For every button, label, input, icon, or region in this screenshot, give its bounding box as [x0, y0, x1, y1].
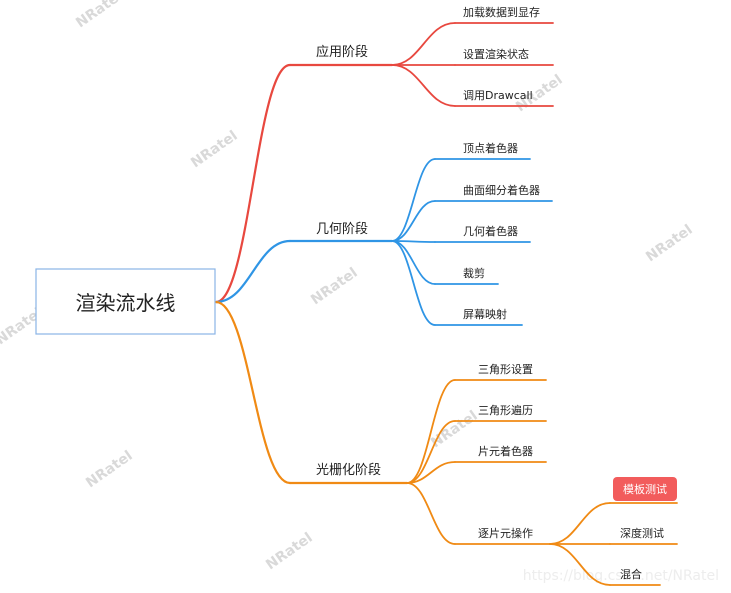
root-node-box: [35, 268, 216, 335]
branch-edge-geo: [214, 239, 292, 304]
branch-node-app: 应用阶段: [316, 44, 368, 60]
leaf-node-ras-1: 三角形遍历: [478, 404, 533, 417]
sub-node-2: 混合: [620, 567, 642, 581]
sub-edge-0: [549, 502, 611, 545]
leaf-edge-geo-1: [391, 200, 436, 242]
leaf-node-geo-2: 几何着色器: [463, 224, 518, 238]
watermark-text: NRatel: [188, 128, 241, 171]
leaf-node-ras-2: 片元着色器: [478, 444, 533, 458]
leaf-edge-app-2: [391, 64, 456, 107]
highlight-node-box: [613, 477, 677, 501]
branch-edge-app: [214, 63, 292, 304]
leaf-edge-app-0: [391, 22, 456, 66]
sub-node-0: 模板测试: [623, 482, 667, 496]
leaf-node-app-1: 设置渲染状态: [463, 47, 529, 61]
watermark-text: NRatel: [73, 0, 126, 31]
watermark-url: https://blog.csdn.net/NRatel: [523, 568, 719, 584]
watermark-text: NRatel: [308, 265, 361, 308]
branch-node-geo: 几何阶段: [316, 221, 368, 237]
root-node-label: 渲染流水线: [76, 291, 176, 315]
leaf-edge-geo-0: [391, 158, 436, 242]
watermark-text: NRatel: [263, 530, 316, 573]
leaf-node-ras-0: 三角形设置: [478, 363, 533, 376]
leaf-edge-ras-3: [406, 482, 456, 545]
watermark-text: NRatel: [643, 222, 696, 265]
leaf-edge-geo-4: [391, 240, 436, 326]
leaf-edge-ras-0: [406, 379, 456, 484]
leaf-node-geo-0: 顶点着色器: [463, 141, 518, 155]
leaf-node-ras-3: 逐片元操作: [478, 526, 533, 540]
edge-layer: [214, 22, 678, 586]
branch-edge-ras: [214, 300, 292, 485]
leaf-node-app-0: 加载数据到显存: [463, 5, 540, 19]
leaf-edge-ras-1: [406, 420, 456, 484]
watermark-text: NRatel: [83, 448, 136, 491]
leaf-edge-ras-2: [406, 461, 456, 484]
branch-node-ras: 光栅化阶段: [316, 463, 381, 478]
leaf-node-geo-4: 屏幕映射: [463, 307, 507, 321]
leaf-node-app-2: 调用Drawcall: [463, 89, 533, 102]
leaf-node-geo-1: 曲面细分着色器: [463, 183, 540, 197]
sub-node-1: 深度测试: [620, 526, 664, 540]
leaf-node-geo-3: 裁剪: [463, 266, 485, 280]
sub-edge-2: [549, 543, 611, 586]
leaf-edge-geo-3: [391, 240, 436, 285]
